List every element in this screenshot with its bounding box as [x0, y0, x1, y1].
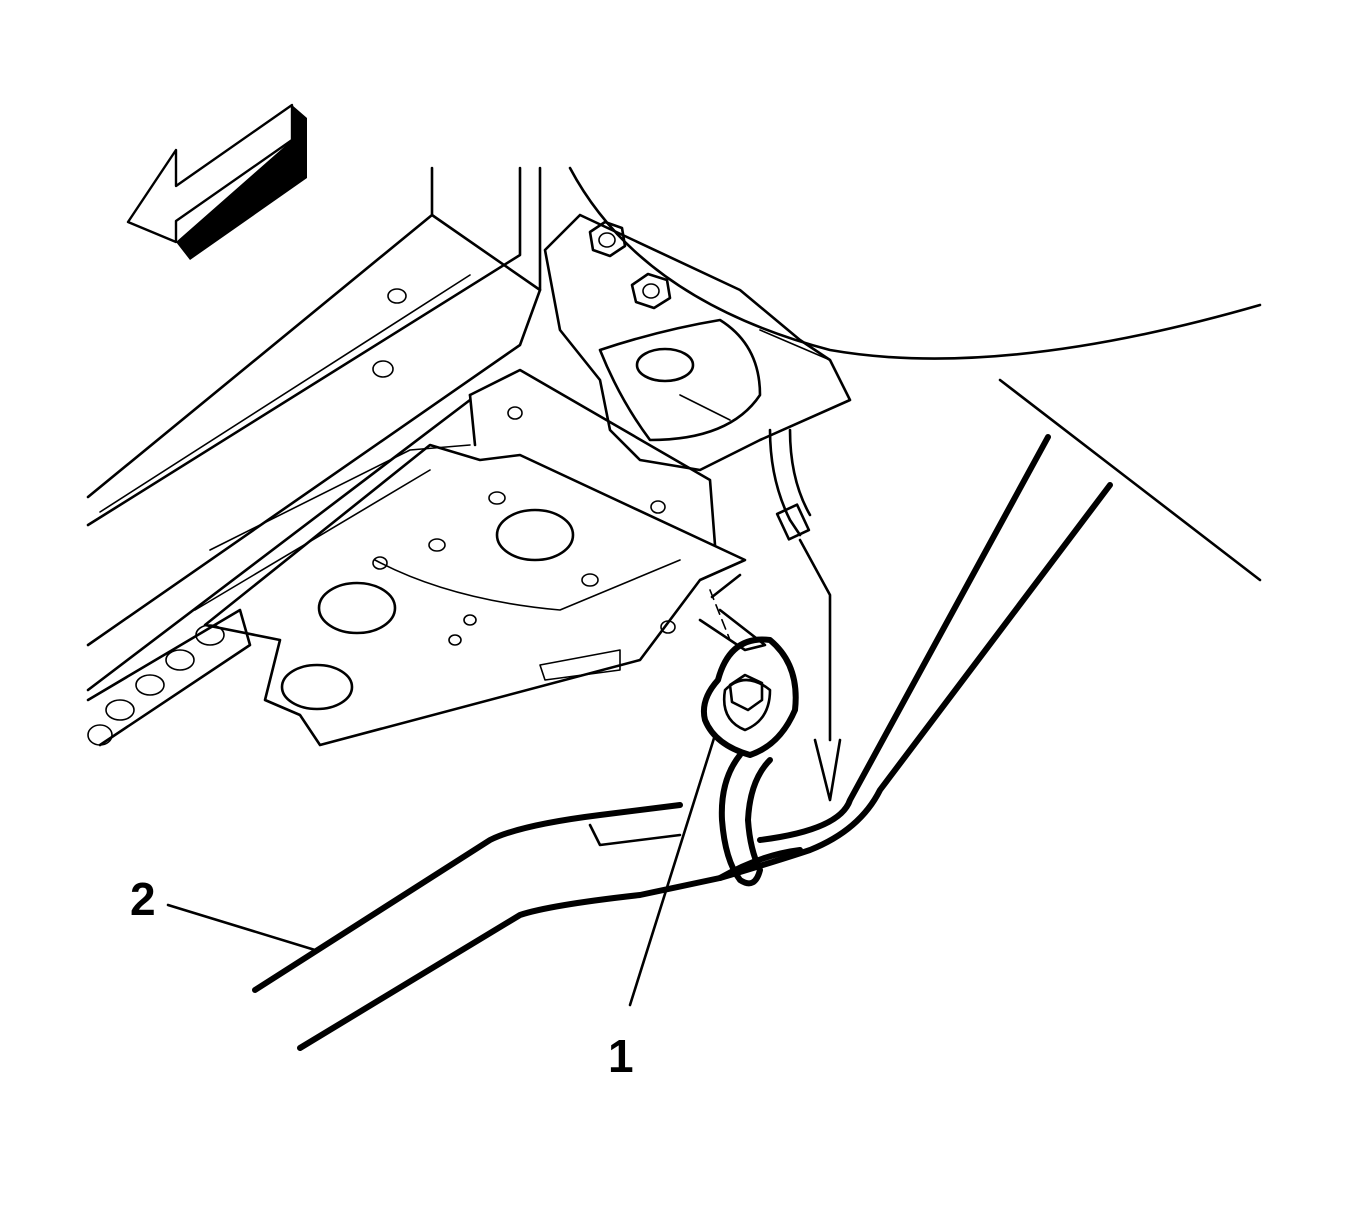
hose-fitting — [698, 573, 799, 887]
callout-1: 1 — [608, 1030, 634, 1082]
front-direction-arrow-icon — [126, 103, 307, 260]
leader-lines — [166, 733, 717, 1007]
callout-2: 2 — [130, 873, 156, 925]
floor-bracket — [203, 368, 747, 747]
brake-hose — [768, 428, 842, 802]
leader-line-1 — [628, 733, 717, 1007]
leader-line-2 — [166, 903, 317, 952]
subframe-mount — [543, 166, 1262, 582]
exhaust-pipe — [252, 434, 1113, 1051]
